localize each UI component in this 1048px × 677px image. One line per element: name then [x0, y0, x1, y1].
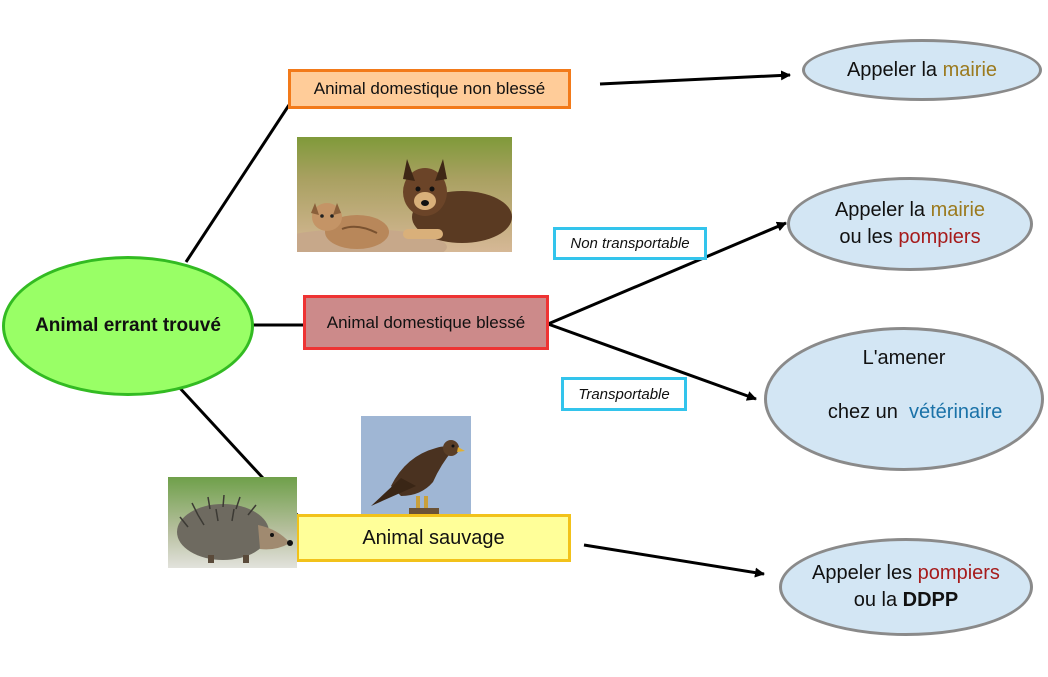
action-text: ou la [853, 589, 903, 611]
hedgehog-photo [168, 477, 297, 568]
action-text: Appeler la [846, 58, 943, 81]
action-line-1: Appeler les pompiers [812, 560, 1000, 587]
dog-and-cat-photo [297, 137, 512, 252]
keyword-ddpp: DDPP [902, 589, 959, 611]
tag-transportable-label: Transportable [578, 385, 670, 403]
branch-wild-label: Animal sauvage [362, 526, 505, 549]
central-node: Animal errant trouvé [2, 256, 254, 396]
tag-transportable: Transportable [561, 377, 687, 411]
branch-domestic-unhurt-label: Animal domestique non blessé [313, 79, 546, 98]
action-line-2: chez un vétérinaire [806, 372, 1003, 453]
action-line-2: ou les pompiers [839, 224, 980, 251]
action-text: Appeler la [834, 199, 931, 221]
eagle-photo [361, 416, 471, 514]
keyword-pompiers: pompiers [917, 562, 1000, 584]
action-text: Appeler les [812, 562, 918, 584]
action-line-1: L'amener [862, 347, 946, 369]
arrow-domestic-unhurt-to-mairie [599, 70, 791, 86]
action-line-1: Appeler la mairie [835, 197, 985, 224]
action-take-to-vet: L'amener chez un vétérinaire [764, 327, 1044, 471]
tag-non-transportable-label: Non transportable [570, 235, 690, 252]
arrow-injured-to-transportable [547, 322, 757, 401]
branch-wild: Animal sauvage [296, 514, 571, 562]
keyword-pompiers: pompiers [898, 226, 981, 248]
action-call-mairie-or-pompiers: Appeler la mairie ou les pompiers [787, 177, 1033, 271]
keyword-mairie: mairie [942, 58, 998, 81]
central-node-label: Animal errant trouvé [35, 315, 221, 336]
line-central-to-domestic-unhurt [184, 104, 291, 263]
action-call-mairie: Appeler la mairie [802, 39, 1042, 101]
tag-non-transportable: Non transportable [553, 227, 707, 260]
action-call-pompiers-or-ddpp: Appeler les pompiers ou la DDPP [779, 538, 1033, 636]
action-text: ou les [839, 226, 899, 248]
arrow-injured-to-non-transportable [547, 221, 787, 326]
action-line-2: ou la DDPP [854, 587, 959, 614]
keyword-mairie: mairie [930, 199, 986, 221]
action-text: chez un [827, 401, 909, 423]
branch-domestic-injured-label: Animal domestique blessé [326, 312, 526, 332]
arrow-wild-to-pompiers [583, 543, 765, 578]
branch-domestic-unhurt: Animal domestique non blessé [288, 69, 571, 109]
action-call-mairie-line: Appeler la mairie [847, 57, 997, 84]
keyword-veterinaire: vétérinaire [909, 401, 1003, 423]
branch-domestic-injured: Animal domestique blessé [303, 295, 549, 350]
